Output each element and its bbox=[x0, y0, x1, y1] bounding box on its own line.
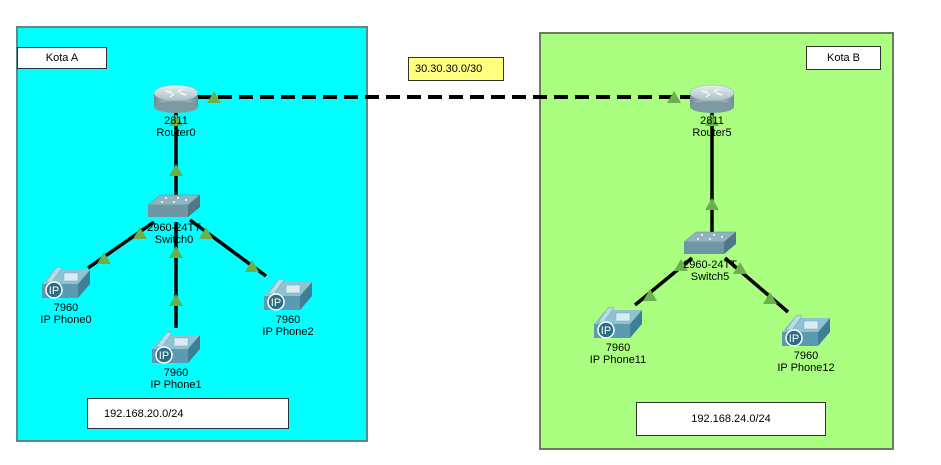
label-kota-a-text: Kota A bbox=[45, 52, 79, 64]
link-up-indicator-icon bbox=[733, 262, 747, 274]
link-up-indicator-icon bbox=[169, 114, 183, 126]
phone11-model: 7960 bbox=[605, 342, 631, 354]
phone1-name: IP Phone1 bbox=[150, 379, 202, 391]
ip-badge: IP bbox=[49, 285, 59, 297]
phone0-name: IP Phone0 bbox=[40, 314, 92, 326]
link-up-indicator-icon bbox=[763, 292, 777, 304]
link-up-indicator-icon bbox=[169, 246, 183, 258]
link-up-indicator-icon bbox=[705, 114, 719, 126]
router0-router-icon[interactable] bbox=[153, 84, 199, 114]
link-up-indicator-icon bbox=[667, 91, 681, 103]
phone11-name: IP Phone11 bbox=[589, 354, 647, 366]
phone12-model: 7960 bbox=[793, 350, 819, 362]
link-up-indicator-icon bbox=[245, 260, 259, 272]
switch5-model: 2960-24TT bbox=[683, 259, 737, 271]
router0-model: 2811 bbox=[164, 115, 188, 127]
phone2-name: IP Phone2 bbox=[262, 326, 314, 338]
lan-b-subnet-text: 192.168.24.0/24 bbox=[691, 413, 771, 425]
label-kota-a[interactable]: Kota A bbox=[17, 47, 107, 69]
link-up-indicator-icon bbox=[97, 252, 111, 264]
phone0-model: 7960 bbox=[53, 302, 79, 314]
lan-a-subnet-note[interactable]: 192.168.20.0/24 bbox=[87, 398, 289, 429]
wan-subnet-text: 30.30.30.0/30 bbox=[415, 63, 483, 75]
phone12-ip-phone-icon[interactable]: IP bbox=[781, 314, 831, 347]
ip-badge: IP bbox=[159, 350, 169, 362]
phone11-ip-phone-icon[interactable]: IP bbox=[593, 306, 643, 339]
label-kota-b-text: Kota B bbox=[826, 52, 861, 64]
label-kota-b[interactable]: Kota B bbox=[806, 46, 881, 70]
router5-name: Router5 bbox=[692, 127, 732, 139]
link-up-indicator-icon bbox=[133, 227, 147, 239]
lan-b-subnet-note[interactable]: 192.168.24.0/24 bbox=[636, 402, 826, 436]
link-switch5-phone12[interactable] bbox=[723, 256, 790, 314]
phone12-name: IP Phone12 bbox=[777, 362, 835, 374]
phone2-model: 7960 bbox=[275, 314, 301, 326]
switch5-name: Switch5 bbox=[690, 271, 730, 283]
ip-badge: IP bbox=[271, 297, 281, 309]
phone0-ip-phone-icon[interactable]: IP bbox=[41, 266, 91, 299]
router0-name: Router0 bbox=[156, 127, 196, 139]
phone1-ip-phone-icon[interactable]: IP bbox=[151, 331, 201, 364]
link-up-indicator-icon bbox=[169, 164, 183, 176]
link-up-indicator-icon bbox=[674, 259, 688, 271]
link-switch0-phone0[interactable] bbox=[86, 220, 156, 270]
link-up-indicator-icon bbox=[705, 198, 719, 210]
link-up-indicator-icon bbox=[169, 294, 183, 306]
ip-badge: IP bbox=[601, 325, 611, 337]
link-up-indicator-icon bbox=[643, 289, 657, 301]
ip-badge: IP bbox=[789, 333, 799, 345]
links-layer bbox=[86, 91, 790, 328]
phone1-model: 7960 bbox=[163, 367, 189, 379]
switch0-name: Switch0 bbox=[154, 234, 194, 246]
lan-a-subnet-text: 192.168.20.0/24 bbox=[104, 407, 184, 420]
link-up-indicator-icon bbox=[199, 227, 213, 239]
link-up-indicator-icon bbox=[207, 91, 221, 103]
router5-model: 2811 bbox=[700, 115, 724, 127]
wan-subnet-note[interactable]: 30.30.30.0/30 bbox=[408, 57, 504, 81]
router5-router-icon[interactable] bbox=[689, 84, 735, 114]
switch0-model: 2960-24TT bbox=[147, 222, 201, 234]
switch0-switch-icon[interactable] bbox=[147, 194, 201, 218]
devices-layer: IP IP IP IP IP bbox=[41, 84, 831, 364]
switch5-switch-icon[interactable] bbox=[683, 231, 737, 255]
phone2-ip-phone-icon[interactable]: IP bbox=[263, 278, 313, 311]
